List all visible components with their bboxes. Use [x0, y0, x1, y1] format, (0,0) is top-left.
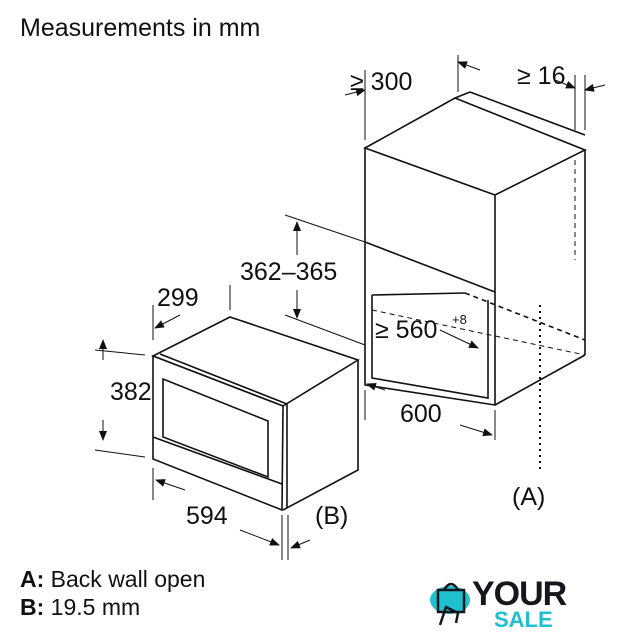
dim-niche-depth-tolerance: +8 [452, 312, 467, 327]
dim-niche-width: 600 [400, 400, 442, 428]
marker-b: (B) [315, 502, 348, 530]
logo-line1: YOUR [472, 575, 567, 613]
dim-appliance-height: 382 [110, 378, 152, 406]
cabinet-drawing [363, 91, 587, 470]
legend-text: 19.5 mm [50, 594, 141, 620]
dim-cabinet-depth: ≥ 300 [350, 68, 412, 96]
dim-niche-depth: ≥ 560 [375, 316, 437, 344]
dim-niche-height: 362–365 [240, 258, 337, 286]
dim-cabinet-gap: ≥ 16 [517, 62, 565, 90]
dim-appliance-depth: 299 [157, 284, 199, 312]
dim-appliance-width: 594 [186, 502, 228, 530]
your-sale-logo: YOUR SALE [428, 575, 588, 635]
legend-key: B: [20, 594, 45, 620]
legend-text: Back wall open [50, 566, 206, 592]
logo-line2: SALE [494, 607, 553, 632]
shopping-bag-hand-icon [430, 582, 470, 626]
marker-a: (A) [512, 483, 545, 511]
legend-item-a: A: Back wall open [20, 566, 205, 593]
legend-key: A: [20, 566, 45, 592]
oven-drawing [151, 316, 360, 512]
diagram-title: Measurements in mm [20, 14, 261, 42]
dimension-lines [94, 55, 606, 560]
legend-item-b: B: 19.5 mm [20, 594, 140, 621]
